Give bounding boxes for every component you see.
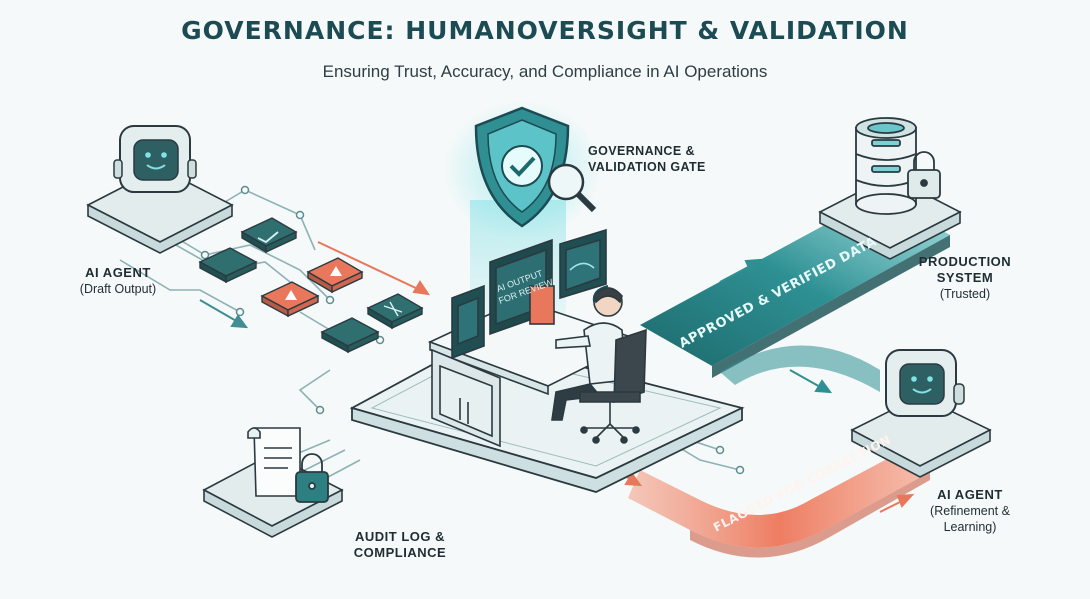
ai-agent-refine-subtitle-2: Learning) [943, 520, 997, 534]
audit-label: AUDIT LOG & COMPLIANCE [335, 529, 465, 561]
gate-label-line2: VALIDATION GATE [588, 160, 706, 174]
production-subtitle: (Trusted) [939, 287, 991, 301]
document-icon [247, 427, 301, 497]
robot-icon [113, 125, 197, 193]
ai-agent-refine-platform [850, 395, 992, 478]
gate-label: GOVERNANCE & VALIDATION GATE [588, 143, 738, 175]
production-line1: PRODUCTION [918, 254, 1012, 269]
audit-line1: AUDIT LOG & [355, 529, 445, 544]
draft-output-blocks [198, 217, 424, 354]
flow-arrows-left [317, 241, 431, 296]
ai-agent-refine-subtitle-1: (Refinement & [930, 504, 1010, 518]
refine-connection [720, 345, 880, 392]
ai-agent-refine-label: AI AGENT (Refinement & Learning) [910, 487, 1030, 535]
audit-line2: COMPLIANCE [353, 545, 447, 560]
ai-agent-draft-title: AI AGENT [85, 265, 151, 280]
ai-agent-refine-title: AI AGENT [937, 487, 1003, 502]
ai-agent-draft-subtitle: (Draft Output) [79, 282, 157, 296]
lock-icon-production [907, 151, 941, 199]
magnifier-icon [547, 163, 597, 213]
ai-agent-draft-label: AI AGENT (Draft Output) [58, 265, 178, 297]
page-subtitle: Ensuring Trust, Accuracy, and Compliance… [322, 62, 768, 81]
office-chair [579, 328, 647, 444]
shield-icon [474, 106, 570, 228]
gate-label-line1: GOVERNANCE & [588, 144, 695, 158]
database-icon [855, 117, 917, 215]
flagged-path-band [628, 452, 930, 558]
robot-icon-refine [885, 349, 965, 417]
page-title: GOVERNANCE: HUMANOVERSIGHT & VALIDATION [181, 16, 909, 45]
lock-icon-audit [295, 453, 329, 503]
production-line2: SYSTEM [936, 270, 994, 285]
approved-arrows [719, 258, 833, 394]
production-label: PRODUCTION SYSTEM (Trusted) [905, 254, 1025, 302]
monitors [451, 228, 607, 360]
